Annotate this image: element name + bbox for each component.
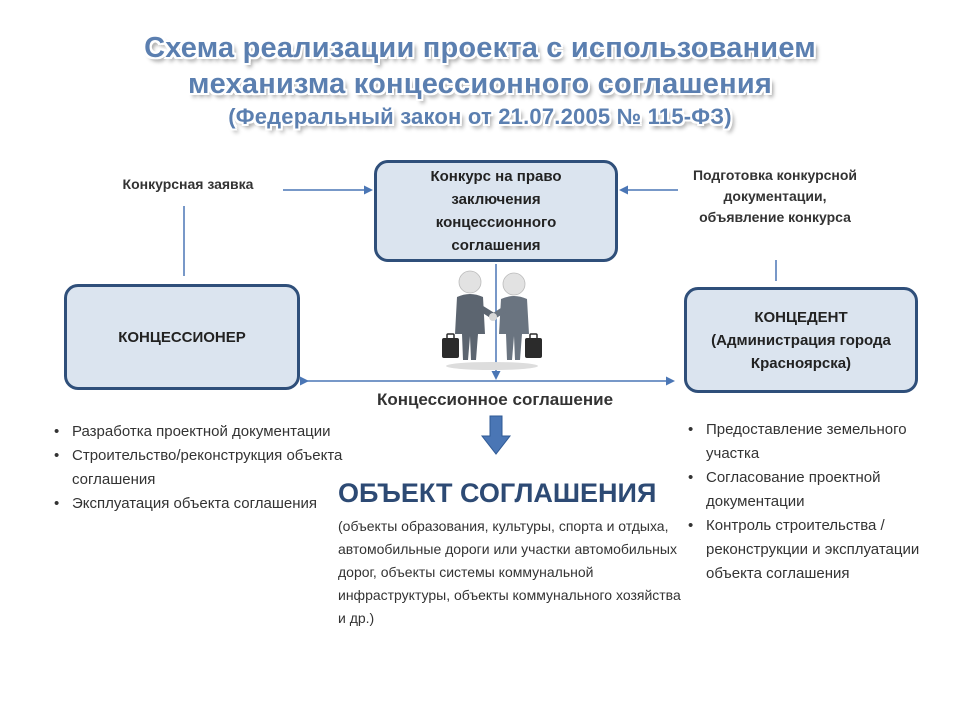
- node-koncedent-text: КОНЦЕДЕНТ (Администрация города Краснояр…: [711, 308, 891, 372]
- object-title: ОБЪЕКТ СОГЛАШЕНИЯ: [338, 478, 657, 508]
- title-line-3: (Федеральный закон от 21.07.2005 № 115-Ф…: [228, 104, 732, 129]
- list-item: Эксплуатация объекта соглашения: [54, 492, 344, 516]
- handshake-icon: [442, 270, 542, 370]
- node-koncedent: КОНЦЕДЕНТ (Администрация города Краснояр…: [684, 287, 918, 393]
- diagram-title: Схема реализации проекта с использование…: [0, 30, 960, 132]
- list-item: Согласование проектной документации: [688, 466, 938, 514]
- list-item: Контроль строительства / реконструкции и…: [688, 514, 938, 586]
- title-line-2: механизма концессионного соглашения: [187, 68, 772, 100]
- label-koncessionnoe-soglashenie: Концессионное соглашение: [376, 390, 614, 409]
- koncedent-duties-list: Предоставление земельного участка Соглас…: [688, 418, 938, 586]
- node-konkurs: Конкурс на право заключения концессионно…: [374, 160, 618, 262]
- node-koncessioner: КОНЦЕССИОНЕР: [64, 284, 300, 390]
- title-line-1: Схема реализации проекта с использование…: [144, 32, 816, 64]
- node-konkurs-text: Конкурс на право заключения концессионно…: [430, 168, 562, 254]
- list-item: Предоставление земельного участка: [688, 418, 938, 466]
- label-konkursnaya-zayavka: Конкурсная заявка: [122, 176, 254, 192]
- node-koncessioner-text: КОНЦЕССИОНЕР: [118, 328, 246, 346]
- object-description: (объекты образования, культуры, спорта и…: [338, 518, 681, 626]
- list-item: Строительство/реконструкция объекта согл…: [54, 444, 344, 492]
- koncessioner-duties-list: Разработка проектной документации Строит…: [54, 420, 344, 516]
- arrow-to-object: [480, 415, 512, 455]
- list-item: Разработка проектной документации: [54, 420, 344, 444]
- label-podgotovka-dokumentacii: Подготовка конкурсной документации, объя…: [692, 167, 858, 225]
